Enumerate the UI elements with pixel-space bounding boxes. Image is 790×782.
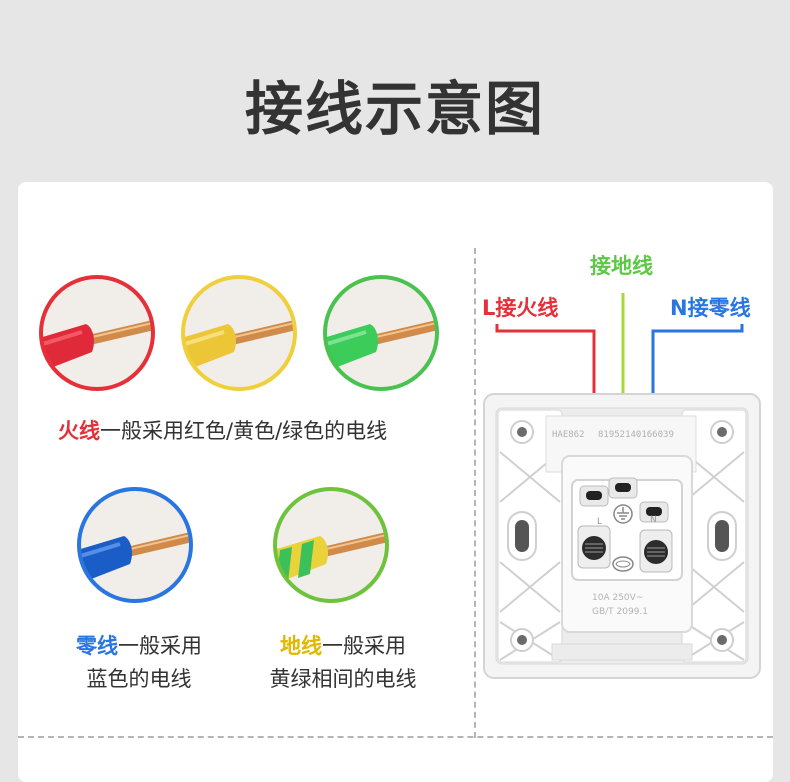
live-wire-highlight: 火线: [58, 419, 100, 443]
svg-text:GB/T 2099.1: GB/T 2099.1: [592, 607, 648, 617]
socket-back-diagram: L N HAE862 81952140166039 10A 250V~ GB/T…: [483, 393, 761, 679]
live-wire-caption: 火线一般采用红色/黄色/绿色的电线: [58, 415, 387, 448]
ground-symbol-icon: [613, 504, 633, 524]
live-wire-text: 一般采用红色/黄色/绿色的电线: [100, 419, 388, 443]
vertical-divider: [474, 248, 476, 738]
neutral-wire-highlight: 零线: [76, 634, 118, 658]
horizontal-divider: [18, 736, 773, 738]
page-title: 接线示意图: [244, 75, 545, 143]
svg-text:HAE862: HAE862: [552, 430, 585, 440]
ground-wire-highlight: 地线: [280, 634, 322, 658]
neutral-wire-text-1: 一般采用: [118, 634, 202, 658]
ccc-mark-icon: [612, 556, 634, 572]
neutral-wire-caption: 零线一般采用 蓝色的电线: [64, 630, 214, 696]
red-wire-icon: [39, 275, 155, 391]
ground-wire-text-1: 一般采用: [322, 634, 406, 658]
ground-label: 接地线: [590, 254, 653, 278]
live-label: L接火线: [482, 296, 559, 320]
ground-wire-caption: 地线一般采用 黄绿相间的电线: [258, 630, 428, 696]
blue-wire-icon: [77, 487, 193, 603]
ground-wire-text-2: 黄绿相间的电线: [269, 667, 417, 691]
yellow-wire-icon: [181, 275, 297, 391]
svg-text:N: N: [650, 515, 657, 525]
svg-text:81952140166039: 81952140166039: [598, 430, 674, 440]
green-wire-icon: [323, 275, 439, 391]
svg-text:10A 250V~: 10A 250V~: [592, 593, 643, 603]
svg-text:L: L: [597, 517, 602, 527]
neutral-wire-text-2: 蓝色的电线: [86, 667, 192, 691]
neutral-label: N接零线: [670, 296, 751, 320]
yellow-green-wire-icon: [273, 487, 389, 603]
